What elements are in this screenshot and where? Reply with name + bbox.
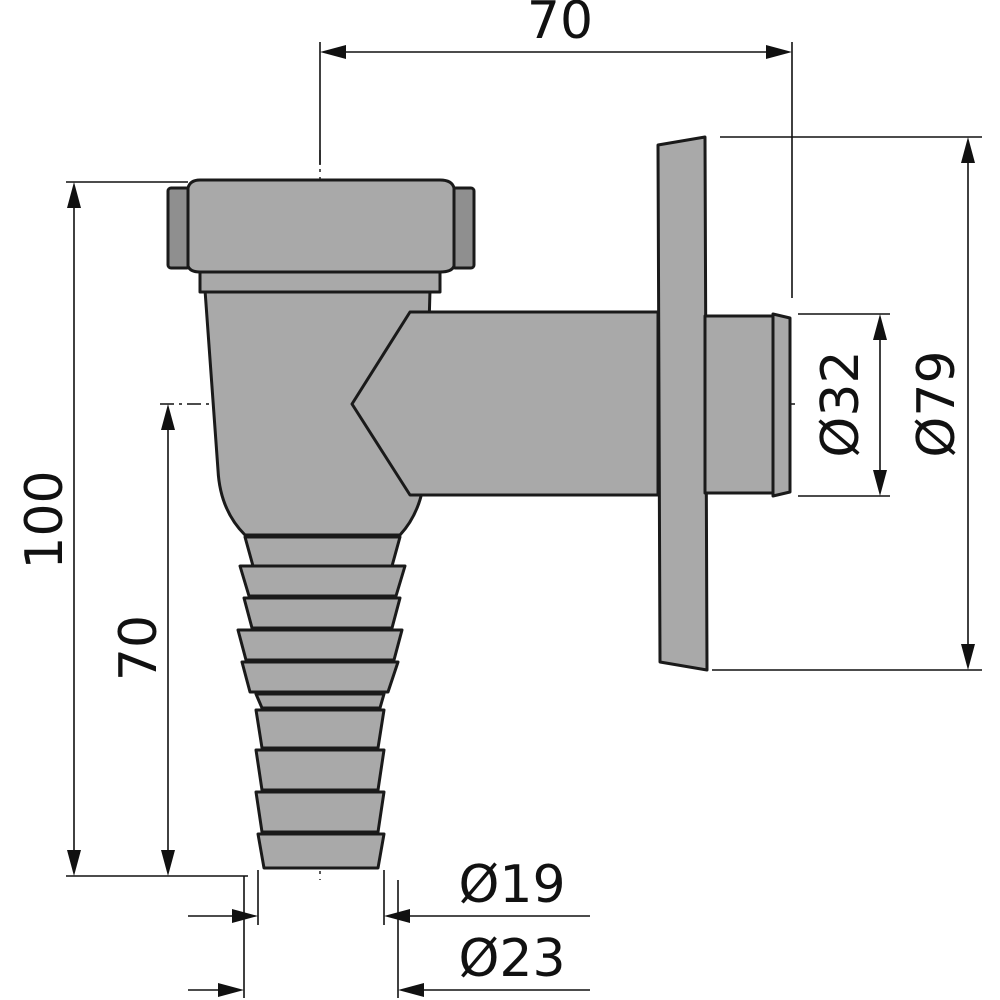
outlet-pipe-stub: [703, 314, 777, 495]
dimension-top-width: 70: [319, 0, 793, 298]
hose-barb-9: [254, 790, 386, 834]
hose-inner-diameter-label: Ø19: [458, 855, 565, 915]
hose-barb-8: [254, 748, 386, 792]
union-nut: [186, 178, 456, 274]
outlet-pipe-end: [771, 312, 792, 498]
dimension-total-height: 100: [15, 181, 248, 877]
side-arm: [350, 310, 660, 497]
hose-barb-6: [254, 692, 386, 710]
hose-barb-5: [240, 660, 400, 694]
dimension-hose-inner: Ø19: [188, 855, 590, 925]
hose-tip: [256, 832, 386, 870]
outlet-height-label: 70: [109, 615, 169, 681]
dimension-outlet-diameter: Ø32: [798, 313, 890, 497]
hose-outer-diameter-label: Ø23: [458, 929, 565, 989]
wall-flange: [656, 135, 709, 672]
outlet-diameter-label: Ø32: [811, 350, 871, 457]
flange-diameter-label: Ø79: [907, 350, 967, 457]
hose-barb-3: [242, 596, 402, 630]
hose-barb-4: [236, 628, 404, 662]
dimension-hose-outer: Ø23: [188, 876, 590, 998]
hose-barb-7: [254, 708, 386, 750]
top-width-label: 70: [527, 0, 593, 51]
total-height-label: 100: [15, 470, 75, 569]
hose-barb-2: [238, 564, 407, 598]
dimension-flange-diameter: Ø79: [712, 136, 982, 671]
dimension-outlet-height: 70: [109, 404, 175, 876]
hose-barb-1: [243, 535, 402, 568]
